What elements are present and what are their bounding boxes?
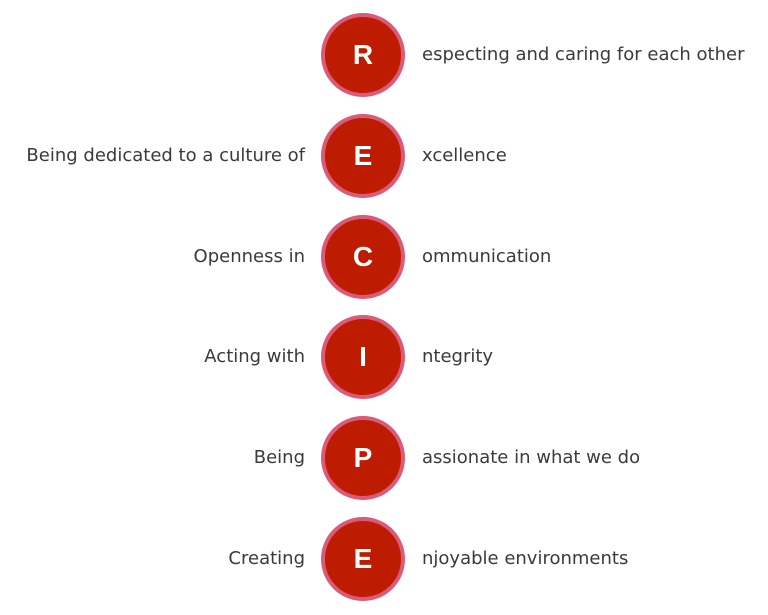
acronym-row-i: Acting with I ntegrity	[0, 315, 768, 399]
letter-circle-i: I	[321, 315, 405, 399]
row-prefix-text: Acting with	[204, 346, 305, 367]
letter-circle-e: E	[321, 517, 405, 601]
row-prefix-text: Openness in	[193, 246, 305, 267]
letter-c: C	[352, 241, 374, 272]
acronym-row-e-enjoyable: Creating E njoyable environments	[0, 517, 768, 601]
row-prefix-text: Being	[253, 447, 305, 468]
row-prefix-text: Being dedicated to a culture of	[26, 145, 305, 166]
letter-circle-r: R	[321, 13, 405, 97]
acronym-row-c: Openness in C ommunication	[0, 215, 768, 299]
letter-p: P	[353, 442, 373, 473]
acronym-row-e-excellence: Being dedicated to a culture of E xcelle…	[0, 114, 768, 198]
row-suffix-text: ntegrity	[422, 346, 494, 367]
acronym-row-r: R especting and caring for each other	[0, 13, 768, 97]
letter-circle-c: C	[321, 215, 405, 299]
letter-circle-e: E	[321, 114, 405, 198]
acronym-row-p: Being P assionate in what we do	[0, 416, 768, 500]
row-suffix-text: ommunication	[422, 246, 552, 267]
row-suffix-text: njoyable environments	[422, 548, 629, 569]
letter-r: R	[352, 39, 374, 70]
letter-circle-p: P	[321, 416, 405, 500]
row-suffix-text: assionate in what we do	[422, 447, 641, 468]
row-suffix-text: especting and caring for each other	[422, 44, 745, 65]
letter-i: I	[359, 341, 367, 372]
letter-e: E	[353, 140, 373, 171]
letter-e: E	[353, 543, 373, 574]
row-suffix-text: xcellence	[422, 145, 507, 166]
row-prefix-text: Creating	[228, 548, 305, 569]
